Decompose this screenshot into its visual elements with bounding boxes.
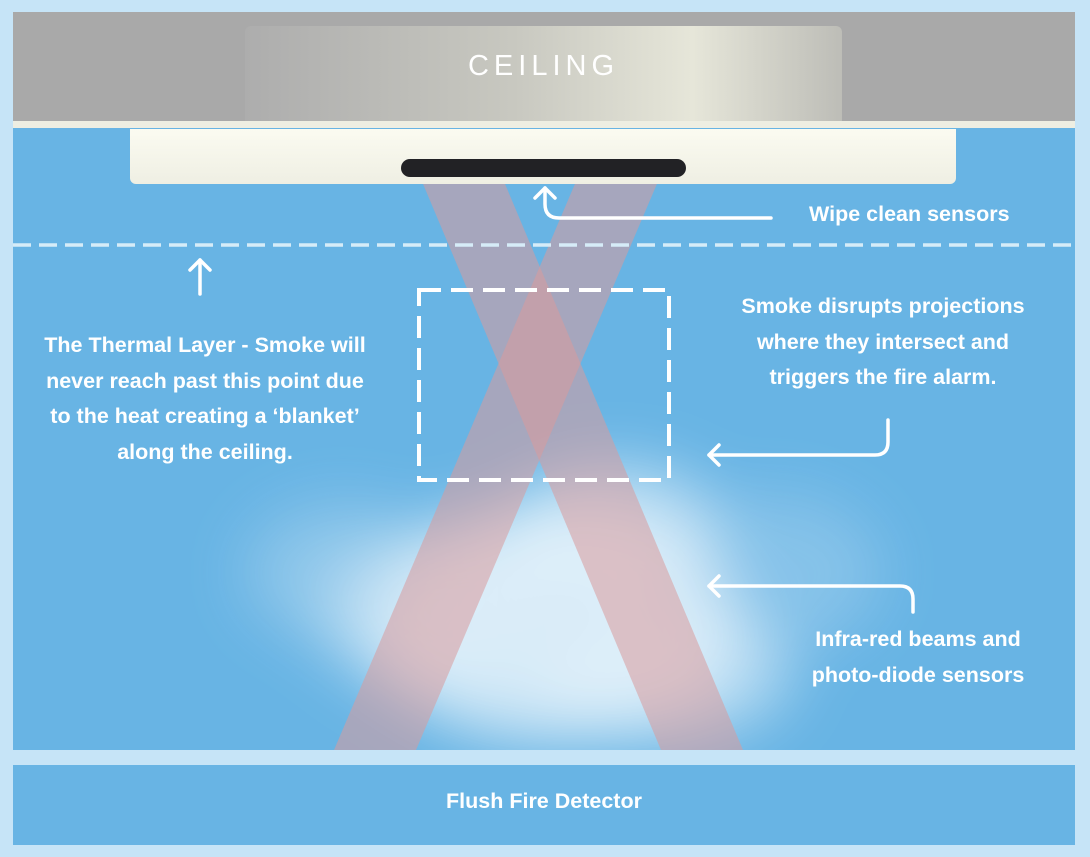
label-infra-red: Infra-red beams and photo-diode sensors	[773, 622, 1063, 693]
label-line: along the ceiling.	[117, 439, 293, 464]
arrow-left-icon	[707, 418, 890, 467]
label-line: Infra-red beams and	[815, 627, 1021, 651]
ceiling-label: CEILING	[467, 50, 620, 82]
arrow-up-icon	[533, 186, 773, 220]
ceiling-fixture	[245, 26, 842, 121]
infra-red-beam-left	[418, 172, 743, 750]
label-thermal-layer: The Thermal Layer - Smoke will never rea…	[25, 328, 385, 470]
intersection-box	[417, 288, 671, 482]
label-smoke-disrupts: Smoke disrupts projections where they in…	[713, 289, 1053, 396]
arrow-up-icon	[188, 258, 212, 296]
footer: Flush Fire Detector	[13, 765, 1075, 845]
sensor-strip	[401, 159, 686, 177]
label-line: triggers the fire alarm.	[769, 365, 997, 389]
label-line: The Thermal Layer - Smoke will	[44, 333, 366, 357]
arrow-left-icon	[707, 574, 915, 614]
label-line: to the heat creating a ‘blanket’	[50, 404, 360, 428]
label-line: photo-diode sensors	[811, 662, 1025, 687]
label-line: never reach past this point due	[46, 368, 364, 393]
ceiling-line	[13, 121, 1075, 128]
label-line: Smoke disrupts projections	[741, 294, 1025, 318]
diagram-graphics	[13, 172, 1075, 750]
label-wipe-clean: Wipe clean sensors	[809, 202, 1010, 226]
diagram-panel: CEILING	[13, 12, 1075, 750]
infra-red-beam-right	[334, 172, 662, 750]
footer-title: Flush Fire Detector	[446, 789, 642, 813]
label-line: where they intersect and	[756, 329, 1010, 354]
